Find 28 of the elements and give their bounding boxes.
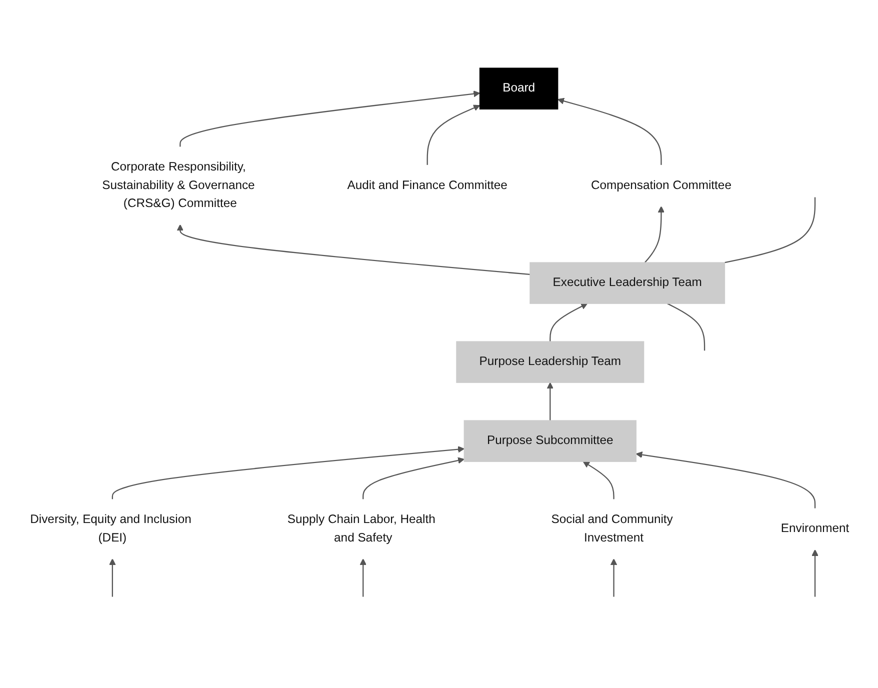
node-text: Audit and Finance Committee xyxy=(347,179,508,192)
arrow xyxy=(812,550,818,597)
node-box: Purpose Subcommittee xyxy=(464,420,636,462)
arrow xyxy=(610,558,618,597)
node-box: Executive Leadership Team xyxy=(530,262,726,304)
arrow xyxy=(582,461,614,500)
node-box: Board xyxy=(479,68,558,110)
arrow xyxy=(426,104,480,166)
node-text: Corporate Responsibility, Sustainability & Governance (CRS&G) Committee xyxy=(102,160,255,210)
arrow xyxy=(636,452,816,509)
arrow xyxy=(109,558,116,597)
arrow xyxy=(180,90,480,148)
node-text: Environment xyxy=(780,522,850,536)
arrow xyxy=(644,206,665,264)
connector xyxy=(724,197,816,264)
arrow xyxy=(176,224,530,276)
node-text: Diversity, Equity and Inclusion (DEI) xyxy=(30,513,192,545)
arrow xyxy=(550,303,588,342)
node-text: Supply Chain Labor, Health and Safety xyxy=(287,513,436,545)
arrow xyxy=(112,446,464,500)
connector xyxy=(667,303,706,351)
node-box: Purpose Leadership Team xyxy=(456,341,644,384)
arrow xyxy=(360,558,366,597)
node-text: Compensation Committee xyxy=(590,179,732,192)
arrow xyxy=(558,98,662,166)
arrow xyxy=(362,457,464,500)
node-text: Social and Community Investment xyxy=(551,513,673,545)
arrow xyxy=(546,382,554,421)
